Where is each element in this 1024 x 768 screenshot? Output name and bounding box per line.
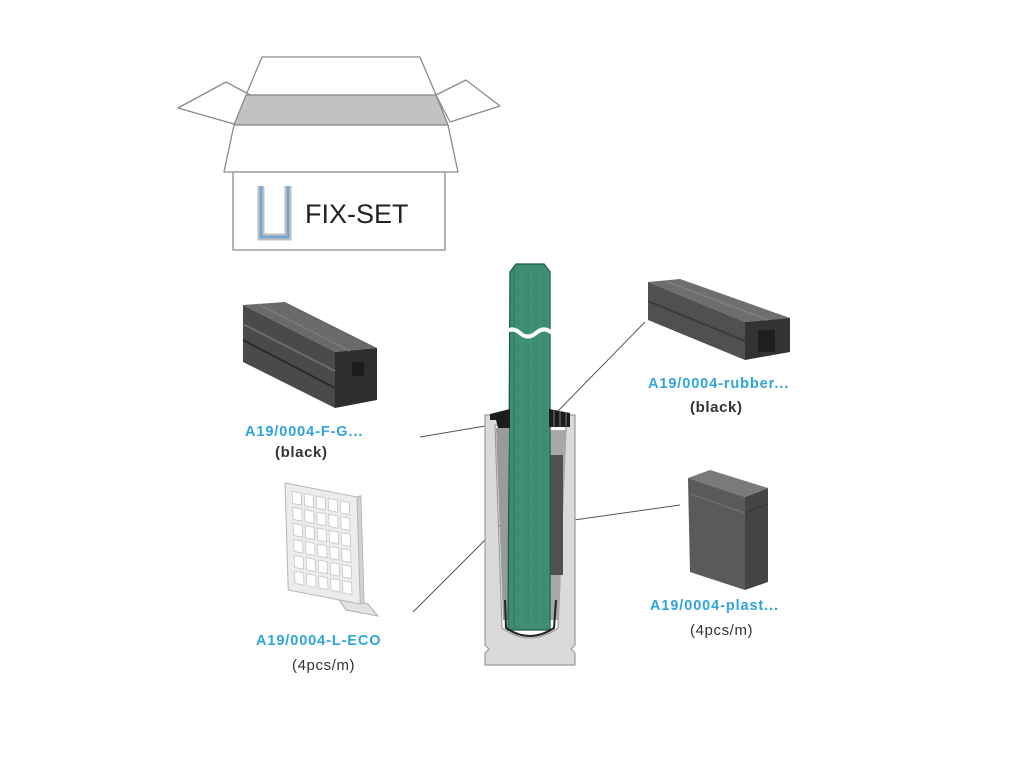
- fix-set-box: FIX-SET: [177, 56, 501, 251]
- grid-hole: [329, 561, 340, 577]
- rubber-profile: [647, 279, 790, 360]
- leader-fg: [419, 423, 498, 438]
- rubber-side-groove: [647, 300, 746, 342]
- grid-hole: [327, 497, 338, 513]
- label-rubber: A19/0004-rubber... (black): [648, 376, 789, 416]
- grid-hole: [293, 554, 304, 570]
- leader-plastic: [559, 504, 681, 523]
- grid-hole: [316, 511, 327, 527]
- block-lip-line: [689, 493, 746, 514]
- glass-assembly: [484, 263, 576, 666]
- fg-gasket: [490, 409, 510, 428]
- bottom-liner: [504, 599, 557, 637]
- label-plastic: A19/0004-plast... (4pcs/m): [650, 598, 779, 639]
- grid-hole: [294, 570, 305, 586]
- rubber-gasket: [549, 409, 570, 427]
- grid-hole: [317, 559, 328, 575]
- grid-hole: [342, 580, 353, 595]
- grid-hole: [339, 500, 350, 515]
- part-code-l-eco: A19/0004-L-ECO: [256, 633, 381, 649]
- part-note-plastic: (4pcs/m): [690, 622, 753, 639]
- rubber-top-face: [648, 279, 790, 322]
- strip-side-face: [243, 305, 335, 408]
- box-right-flap: [435, 79, 501, 123]
- block-side-face: [745, 488, 768, 590]
- strip-ridge: [242, 323, 336, 372]
- grid-hole: [329, 545, 340, 561]
- leader-rubber: [555, 321, 646, 414]
- l-eco-liner-section: [496, 428, 508, 620]
- box-front-flap: [223, 124, 459, 173]
- fg-rubber-strip: [242, 302, 377, 408]
- grid-hole: [304, 525, 315, 540]
- part-note-l-eco: (4pcs/m): [292, 657, 355, 674]
- part-note-fg: (black): [275, 444, 328, 461]
- strip-end-notch: [352, 362, 364, 376]
- rubber-end-channel: [758, 330, 775, 352]
- plastic-block-section: [550, 455, 563, 575]
- leader-lines: [412, 321, 681, 613]
- box-front-panel: [232, 171, 446, 251]
- grid-hole: [293, 538, 304, 554]
- label-fg: A19/0004-F-G... (black): [245, 424, 363, 461]
- grid-hole: [318, 575, 329, 591]
- grid-hole: [341, 548, 352, 563]
- grid-hole: [315, 495, 326, 511]
- part-code-plastic: A19/0004-plast...: [650, 598, 779, 614]
- grid-hole: [328, 529, 339, 545]
- part-code-fg: A19/0004-F-G...: [245, 424, 363, 440]
- grid-hole: [330, 577, 341, 593]
- grid-hole: [305, 541, 316, 556]
- grid-hole: [305, 557, 316, 572]
- glass-panel: [502, 263, 554, 631]
- strip-groove: [242, 339, 336, 389]
- block-front-face: [688, 478, 745, 590]
- l-eco-grid-piece: [284, 482, 380, 617]
- grid-hole: [304, 509, 315, 524]
- part-code-rubber: A19/0004-rubber...: [648, 376, 789, 392]
- strip-top-face: [243, 302, 377, 352]
- u-profile-icon: [257, 186, 292, 241]
- plastic-block: [688, 470, 769, 590]
- rubber-top-ridge: [664, 280, 769, 321]
- box-interior: [233, 94, 449, 126]
- grid-hole: [306, 573, 317, 588]
- grid-hole: [292, 522, 303, 538]
- strip-top-ridge: [257, 303, 351, 352]
- grid-hole: [341, 564, 352, 579]
- u-profile-icon-liner: [259, 186, 290, 239]
- grid-hole: [292, 506, 303, 522]
- grid-hole: [340, 532, 351, 547]
- grid-hole: [303, 493, 314, 508]
- block-side-notch: [744, 503, 769, 514]
- grid-hole: [291, 490, 302, 506]
- label-l-eco: A19/0004-L-ECO (4pcs/m): [256, 633, 381, 674]
- aluminium-u-profile: [484, 414, 576, 666]
- fg-gasket-body: [490, 409, 510, 428]
- grid-hole: [328, 513, 339, 529]
- grid-hole: [340, 516, 351, 531]
- strip-end-face: [335, 348, 377, 408]
- glass-break-mark: [502, 327, 554, 339]
- box-label: FIX-SET: [305, 199, 409, 229]
- box-back-flap: [245, 56, 437, 96]
- grid-hole: [317, 543, 328, 559]
- grid-panel: [284, 482, 365, 605]
- block-top-face: [688, 470, 768, 497]
- part-note-rubber: (black): [690, 399, 743, 416]
- grid-hole: [316, 527, 327, 543]
